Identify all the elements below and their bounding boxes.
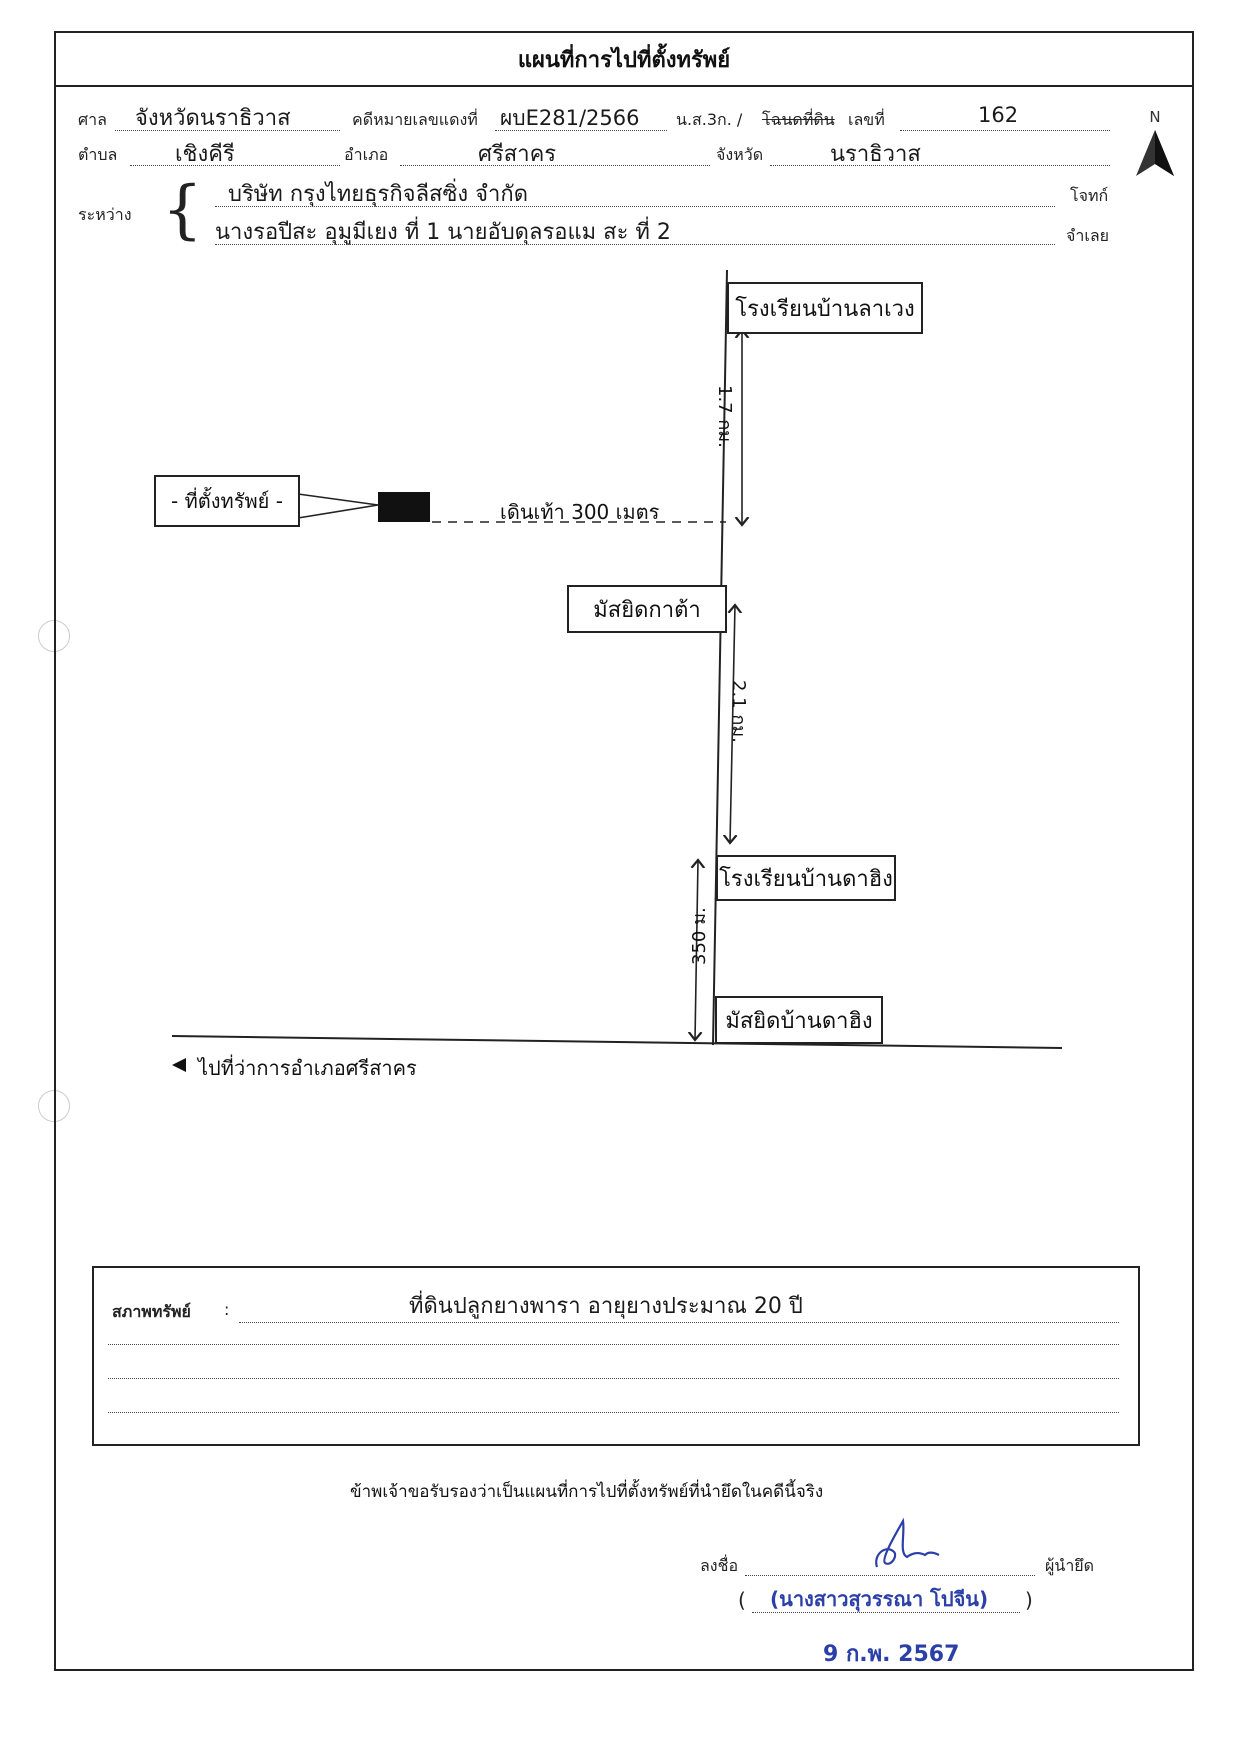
subdistrict-line	[130, 165, 340, 166]
condition-colon: :	[224, 1300, 230, 1319]
distance-arrow-bottom	[695, 860, 698, 1040]
subdistrict-value: เชิงคีรี	[175, 142, 235, 167]
form-frame: แผนที่การไปที่ตั้งทรัพย์	[54, 31, 1194, 1671]
main-road	[712, 269, 728, 1046]
property-callout	[297, 493, 379, 519]
between-label: ระหว่าง	[78, 205, 132, 224]
signature-stroke	[875, 1517, 940, 1568]
to-office-label: ไปที่ว่าการอำเภอศรีสาคร	[198, 1056, 417, 1080]
name-line	[752, 1612, 1020, 1613]
property-label-box: - ที่ตั้งทรัพย์ -	[154, 475, 300, 527]
plaintiff-value: บริษัท กรุงไทยธุรกิจลีสซิ่ง จำกัด	[228, 182, 528, 207]
property-marker	[378, 492, 430, 522]
school-dasing-label: โรงเรียนบ้านดาฮิง	[719, 866, 893, 892]
condition-label: สภาพทรัพย์	[112, 1302, 191, 1321]
court-line	[115, 130, 340, 131]
condition-line-2	[108, 1344, 1119, 1345]
distance-arrow-mid	[730, 605, 735, 843]
province-value: นราธิวาส	[830, 142, 921, 167]
province-label: จังหวัด	[716, 145, 764, 164]
deed-value: 162	[978, 103, 1019, 127]
bottom-road	[171, 1035, 1063, 1049]
signature-mark	[875, 1517, 940, 1568]
deed-label-prefix: น.ส.3ก. /	[676, 110, 743, 129]
page-title: แผนที่การไปที่ตั้งทรัพย์	[517, 46, 731, 73]
title-bar: แผนที่การไปที่ตั้งทรัพย์	[56, 33, 1192, 87]
case-label: คดีหมายเลขแดงที่	[352, 110, 478, 129]
mosque-dasing-box: มัสยิดบ้านดาฮิง	[715, 996, 883, 1044]
condition-line-3	[108, 1378, 1119, 1379]
plaintiff-label: โจทก์	[1070, 186, 1109, 205]
plaintiff-line	[215, 206, 1055, 207]
case-line	[495, 130, 667, 131]
defendant-value: นางรอปีสะ อุมูมีเยง ที่ 1 นายอับดุลรอแม …	[215, 220, 671, 245]
case-value: ผบE281/2566	[500, 106, 640, 130]
signature-date: 9 ก.พ. 2567	[823, 1642, 960, 1667]
province-line	[770, 165, 1110, 166]
sign-line	[745, 1575, 1035, 1576]
role-label: ผู้นำยึด	[1045, 1556, 1095, 1575]
subdistrict-label: ตำบล	[78, 145, 118, 164]
deed-label-suffix: เลขที่	[848, 110, 885, 129]
name-close-paren: )	[1025, 1588, 1033, 1612]
defendant-line	[215, 244, 1055, 245]
north-letter: N	[1149, 108, 1160, 126]
sign-label: ลงชื่อ	[700, 1556, 739, 1575]
north-arrow-icon: N	[1136, 108, 1174, 176]
district-value: ศรีสาคร	[478, 142, 557, 167]
defendant-label: จำเลย	[1066, 226, 1110, 245]
condition-box: สภาพทรัพย์ : ที่ดินปลูกยางพารา อายุยางปร…	[92, 1266, 1140, 1446]
school-lawang-label: โรงเรียนบ้านลาเวง	[735, 296, 915, 322]
certification-statement: ข้าพเจ้าขอรับรองว่าเป็นแผนที่การไปที่ตั้…	[350, 1482, 824, 1502]
distance-mid-label: 2.1 กม.	[728, 680, 749, 743]
condition-line-4	[108, 1412, 1119, 1413]
deed-label-struck: โฉนดที่ดิน	[762, 110, 835, 129]
mosque-gata-label: มัสยิดกาต้า	[593, 597, 701, 623]
deed-line	[900, 130, 1110, 131]
mosque-dasing-label: มัสยิดบ้านดาฮิง	[725, 1008, 873, 1034]
name-open-paren: (	[738, 1588, 746, 1612]
left-arrow-icon	[172, 1058, 186, 1072]
signer-name: (นางสาวสุวรรณา โปจีน)	[770, 1587, 989, 1611]
party-brace: {	[162, 173, 203, 247]
distance-top-label: 1.7 กม.	[714, 385, 735, 448]
mosque-gata-box: มัสยิดกาต้า	[567, 585, 727, 633]
property-label: - ที่ตั้งทรัพย์ -	[171, 489, 283, 513]
district-line	[400, 165, 710, 166]
distance-bottom-label: 350 ม.	[689, 907, 710, 965]
court-label: ศาล	[78, 110, 107, 129]
school-dasing-box: โรงเรียนบ้านดาฮิง	[716, 855, 896, 901]
school-lawang-box: โรงเรียนบ้านลาเวง	[727, 282, 923, 334]
condition-value: ที่ดินปลูกยางพารา อายุยางประมาณ 20 ปี	[409, 1294, 803, 1319]
court-value: จังหวัดนราธิวาส	[135, 106, 291, 131]
district-label: อำเภอ	[344, 145, 389, 164]
north-arrow: N	[1130, 108, 1180, 180]
walk-label: เดินเท้า 300 เมตร	[500, 500, 660, 524]
condition-line-1	[239, 1322, 1119, 1323]
north-arrow-shade	[1155, 130, 1174, 176]
